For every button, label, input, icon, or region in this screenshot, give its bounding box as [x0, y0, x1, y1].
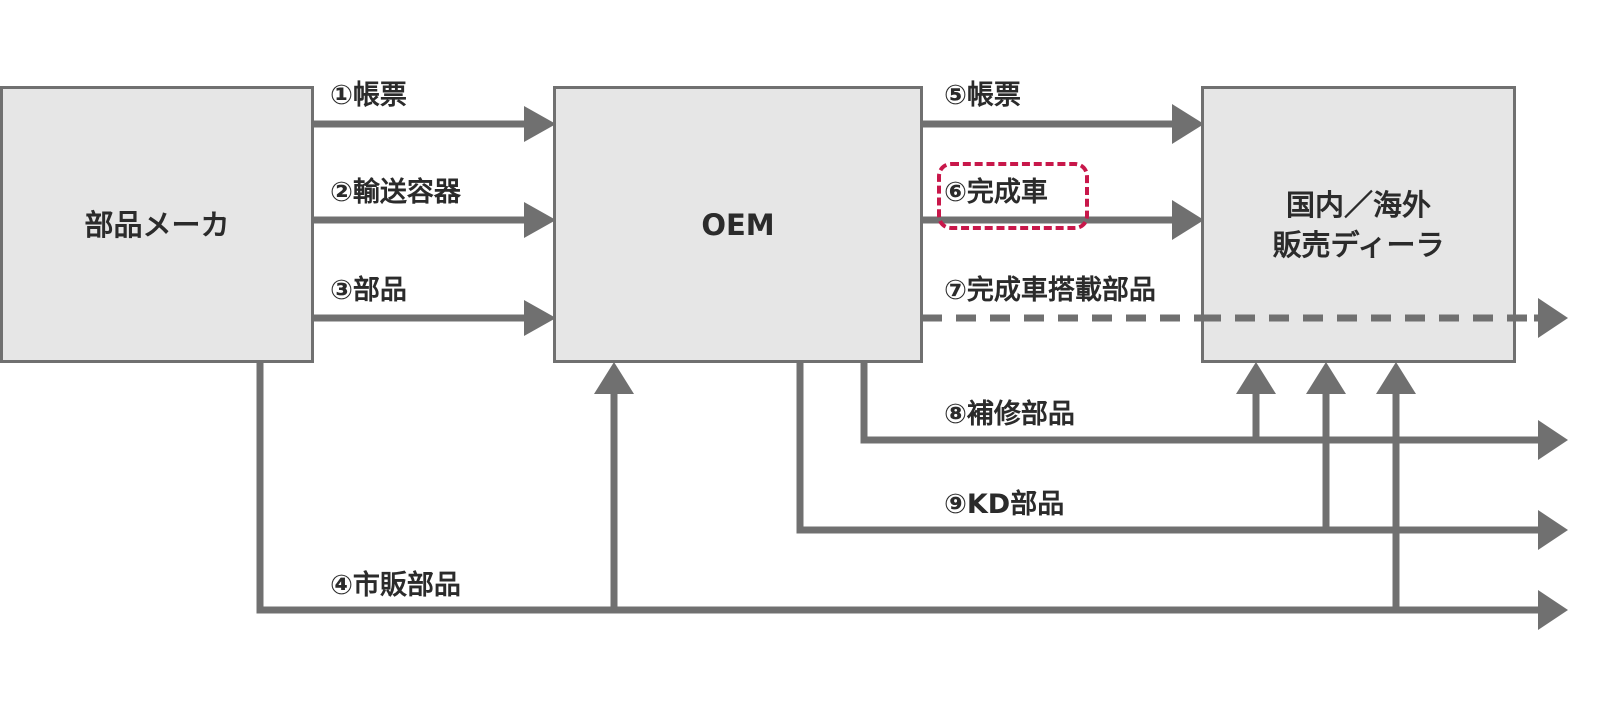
arrow-heads — [524, 104, 1568, 630]
dealer-box: 国内／海外 販売ディーラ — [1201, 86, 1516, 363]
arrowhead-f4-right — [1538, 590, 1568, 630]
arrowhead-f7 — [1538, 298, 1568, 338]
flow-label-f1: ①帳票 — [330, 80, 407, 111]
arrowhead-f8-right — [1538, 420, 1568, 460]
highlight-f6 — [937, 162, 1089, 230]
line-f8 — [860, 360, 1545, 444]
arrowhead-f9-dealer — [1306, 362, 1346, 394]
flow-label-f4: ④市販部品 — [330, 570, 461, 601]
flow-label-f6: ⑥完成車 — [944, 177, 1048, 208]
dealer-label-line1: 国内／海外 — [1285, 187, 1431, 222]
flow-label-f8: ⑧補修部品 — [944, 399, 1075, 430]
flow-label-f5: ⑤帳票 — [944, 80, 1021, 111]
flow-label-f7: ⑦完成車搭載部品 — [944, 275, 1156, 306]
line-f4 — [256, 360, 1545, 614]
dealer-label: 国内／海外 販売ディーラ — [1273, 185, 1445, 265]
flow-label-f2: ②輸送容器 — [330, 177, 461, 208]
arrowhead-f9-right — [1538, 510, 1568, 550]
arrowhead-f5 — [1172, 104, 1204, 144]
line-f9 — [796, 360, 1545, 534]
oem-box: OEM — [553, 86, 923, 363]
arrowhead-f2 — [524, 202, 556, 238]
arrowhead-f6 — [1172, 200, 1204, 240]
arrowhead-f1 — [524, 106, 556, 142]
dealer-label-line2: 販売ディーラ — [1272, 227, 1445, 262]
flow-label-f3: ③部品 — [330, 275, 407, 306]
parts-maker-box: 部品メーカ — [0, 86, 314, 363]
oem-label: OEM — [701, 207, 775, 242]
arrowhead-f4-oem — [594, 362, 634, 394]
flow-label-f9: ⑨KD部品 — [944, 489, 1065, 520]
arrowhead-f8-dealer — [1236, 362, 1276, 394]
arrowhead-f4-dealer — [1376, 362, 1416, 394]
arrowhead-f3 — [524, 300, 556, 336]
parts-maker-label: 部品メーカ — [84, 207, 230, 242]
